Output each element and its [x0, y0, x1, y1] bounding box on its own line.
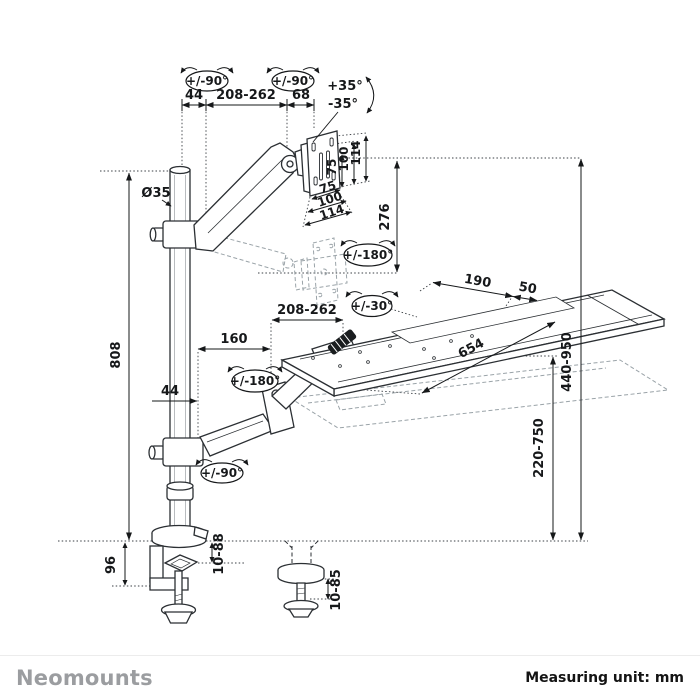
badge-upper-arm-elbow: +/-90°: [266, 67, 320, 92]
rotation-label-vesa-swivel: +/-180°: [343, 248, 393, 262]
grommet-mount: [277, 540, 325, 618]
dim-pole-diameter: Ø35: [141, 186, 170, 201]
upper-arm: [149, 142, 310, 252]
badge-tray-swivel: +/-180°: [227, 366, 283, 393]
dimension-diagram: +/-90° +/-90° +/-180° +/-180° +/-30°: [58, 67, 670, 624]
rotation-badges: +/-90° +/-90° +/-180° +/-180° +/-30°: [180, 67, 399, 484]
dim-tray-depth: 190: [463, 272, 492, 291]
dim-clamp-thickness-range: 10-88: [212, 533, 227, 575]
dim-vesa-vertical-114: 114: [349, 140, 363, 165]
rotation-label-tray-swivel: +/-180°: [230, 374, 280, 388]
dim-lower-arm-front-offset: 160: [220, 332, 247, 347]
dim-vesa-vertical-100: 100: [337, 146, 351, 171]
dim-clamp-height: 96: [104, 556, 119, 574]
rotation-label-tray-tilt: +/-30°: [351, 299, 393, 313]
dim-vesa-horizontal-75: 75: [318, 178, 338, 196]
dimension-lines: [122, 76, 585, 600]
dimension-labels: 44 208-262 68 +35° -35° Ø35 75 100 114 7…: [104, 79, 575, 611]
ghost-vesa-plate: [300, 237, 348, 306]
dim-screen-height-range: 440-950: [560, 332, 575, 392]
badge-tray-tilt: +/-30°: [345, 291, 399, 318]
dim-pole-height: 808: [109, 341, 124, 368]
dim-lower-arm-reach: 208-262: [277, 303, 337, 318]
dim-tray-lip: 50: [517, 280, 537, 298]
desk-clamp: [149, 524, 209, 624]
measuring-unit-note: Measuring unit: mm: [525, 670, 684, 686]
dim-vesa-vertical-75: 75: [325, 159, 339, 176]
footer-bar: Neomounts Measuring unit: mm: [0, 655, 700, 700]
dim-arm-drop: 276: [378, 203, 393, 230]
badge-upper-arm-shoulder: +/-90°: [180, 67, 234, 92]
rotation-label-upper-elbow: +/-90°: [272, 74, 314, 88]
dim-upper-arm-reach: 208-262: [216, 88, 276, 103]
brand-logo: Neomounts: [16, 666, 153, 690]
rotation-label-upper-shoulder: +/-90°: [186, 74, 228, 88]
badge-lower-arm-shoulder: +/-90°: [195, 459, 249, 484]
spring-coil: [327, 329, 357, 355]
dim-screen-tilt-up: +35°: [327, 79, 362, 94]
dim-pole-offset-upper: 44: [185, 88, 203, 103]
dim-vesa-offset: 68: [292, 88, 310, 103]
dim-screen-tilt-down: -35°: [328, 97, 358, 112]
ghost-upper-arm: [198, 230, 310, 291]
dim-tray-height-range: 220-750: [532, 418, 547, 478]
badge-vesa-swivel: +/-180°: [340, 240, 396, 267]
vesa-plate: [300, 130, 341, 197]
rotation-label-lower-shoulder: +/-90°: [201, 466, 243, 480]
dim-grommet-thickness-range: 10-85: [329, 569, 344, 611]
dim-lower-arm-offset: 44: [161, 384, 179, 399]
